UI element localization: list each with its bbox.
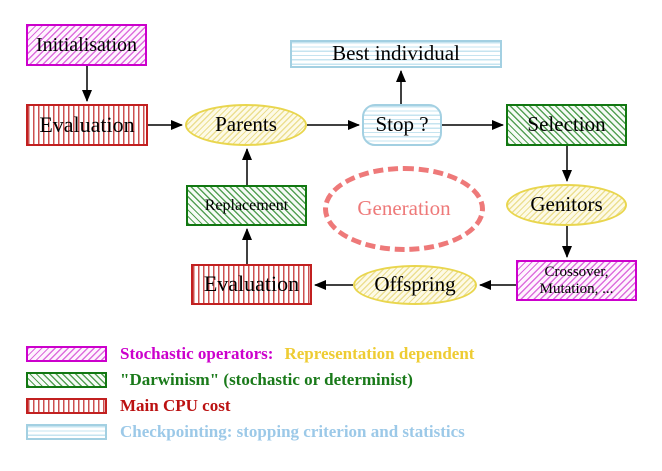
legend-label-stochastic-operators: Stochastic operators: Representation dep… [120,344,475,363]
node-stop: Stop ? [362,104,442,146]
node-offspring: Offspring [353,265,477,305]
node-genitors: Genitors [506,184,627,226]
node-selection: Selection [506,104,627,146]
legend-label-darwinism: "Darwinism" (stochastic or determinist) [120,370,413,389]
node-initialisation: Initialisation [26,24,147,66]
crossover-line1: Crossover, [544,264,609,280]
node-best-individual: Best individual [290,40,502,68]
legend-swatch-darwinism [26,372,107,388]
legend-label-representation-dependent: Representation dependent [284,344,475,363]
node-evaluation-bottom: Evaluation [191,264,312,305]
crossover-line2: Mutation, ... [539,280,614,297]
generation-loop-ellipse: Generation [323,166,485,252]
node-evaluation-top: Evaluation [26,104,148,146]
legend-label-stochastic-operators-main: Stochastic operators: [120,344,274,363]
legend-label-checkpointing: Checkpointing: stopping criterion and st… [120,422,465,441]
legend-swatch-main-cpu-cost [26,398,107,414]
node-replacement: Replacement [186,185,307,226]
node-crossover-mutation: Crossover, Mutation, ... [516,260,637,301]
legend-label-main-cpu-cost: Main CPU cost [120,396,231,415]
legend-swatch-checkpointing [26,424,107,440]
legend-swatch-stochastic-operators [26,346,107,362]
node-parents: Parents [185,104,307,146]
